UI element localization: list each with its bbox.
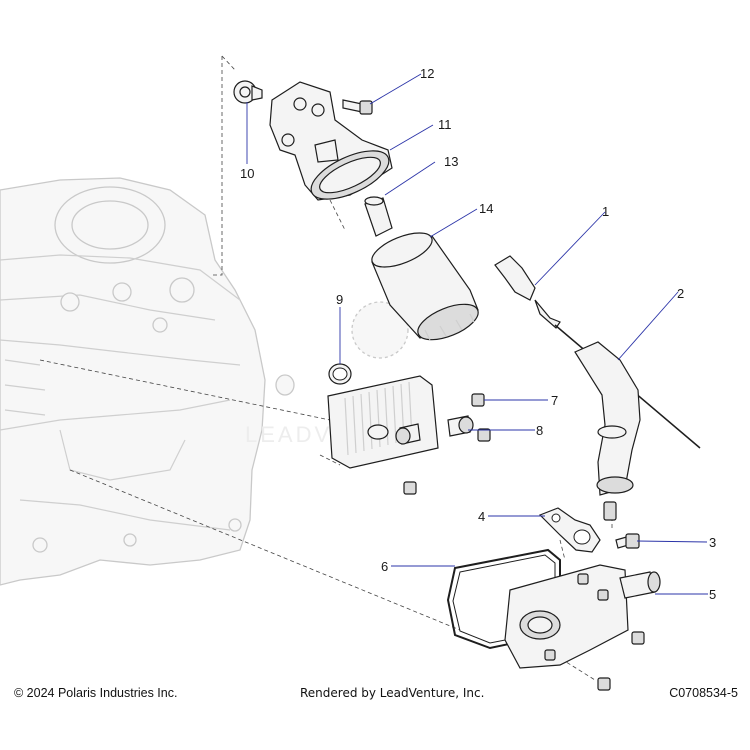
rendered-by-text: Rendered by LeadVenture, Inc. [300, 686, 485, 700]
callout-13: 13 [444, 154, 458, 169]
callout-4: 4 [478, 509, 485, 524]
callout-3: 3 [709, 535, 716, 550]
part-10-oring [233, 80, 263, 104]
callouts: 1 2 3 4 5 6 7 8 9 10 12 11 13 14 [240, 66, 716, 602]
callout-11: 11 [438, 117, 452, 132]
part-11-filter-adapter [269, 81, 393, 201]
copyright-text: © 2024 Polaris Industries Inc. [14, 686, 178, 700]
callout-10: 10 [240, 166, 254, 181]
part-7-bolts [403, 393, 491, 495]
part-12-bolt [342, 99, 373, 115]
leader-lines [246, 73, 708, 595]
callout-1: 1 [602, 204, 609, 219]
callout-8: 8 [536, 423, 543, 438]
callout-6: 6 [381, 559, 388, 574]
part-2-dipstick-tube [574, 341, 641, 496]
part-13-sleeve [364, 196, 393, 237]
callout-7: 7 [551, 393, 558, 408]
callout-2: 2 [677, 286, 684, 301]
callout-12: 12 [420, 66, 434, 81]
drawing-number: C0708534-5 [669, 686, 738, 700]
callout-5: 5 [709, 587, 716, 602]
part-3-bolt [603, 501, 640, 549]
part-9-oring [328, 363, 352, 385]
callout-14: 14 [479, 201, 493, 216]
callout-9: 9 [336, 292, 343, 307]
part-5-housing [504, 564, 661, 691]
engine-block-ghost [0, 177, 409, 586]
part-14-oil-filter [371, 232, 479, 341]
part-8-oil-cooler [327, 375, 474, 469]
part-4-gasket [538, 507, 601, 553]
